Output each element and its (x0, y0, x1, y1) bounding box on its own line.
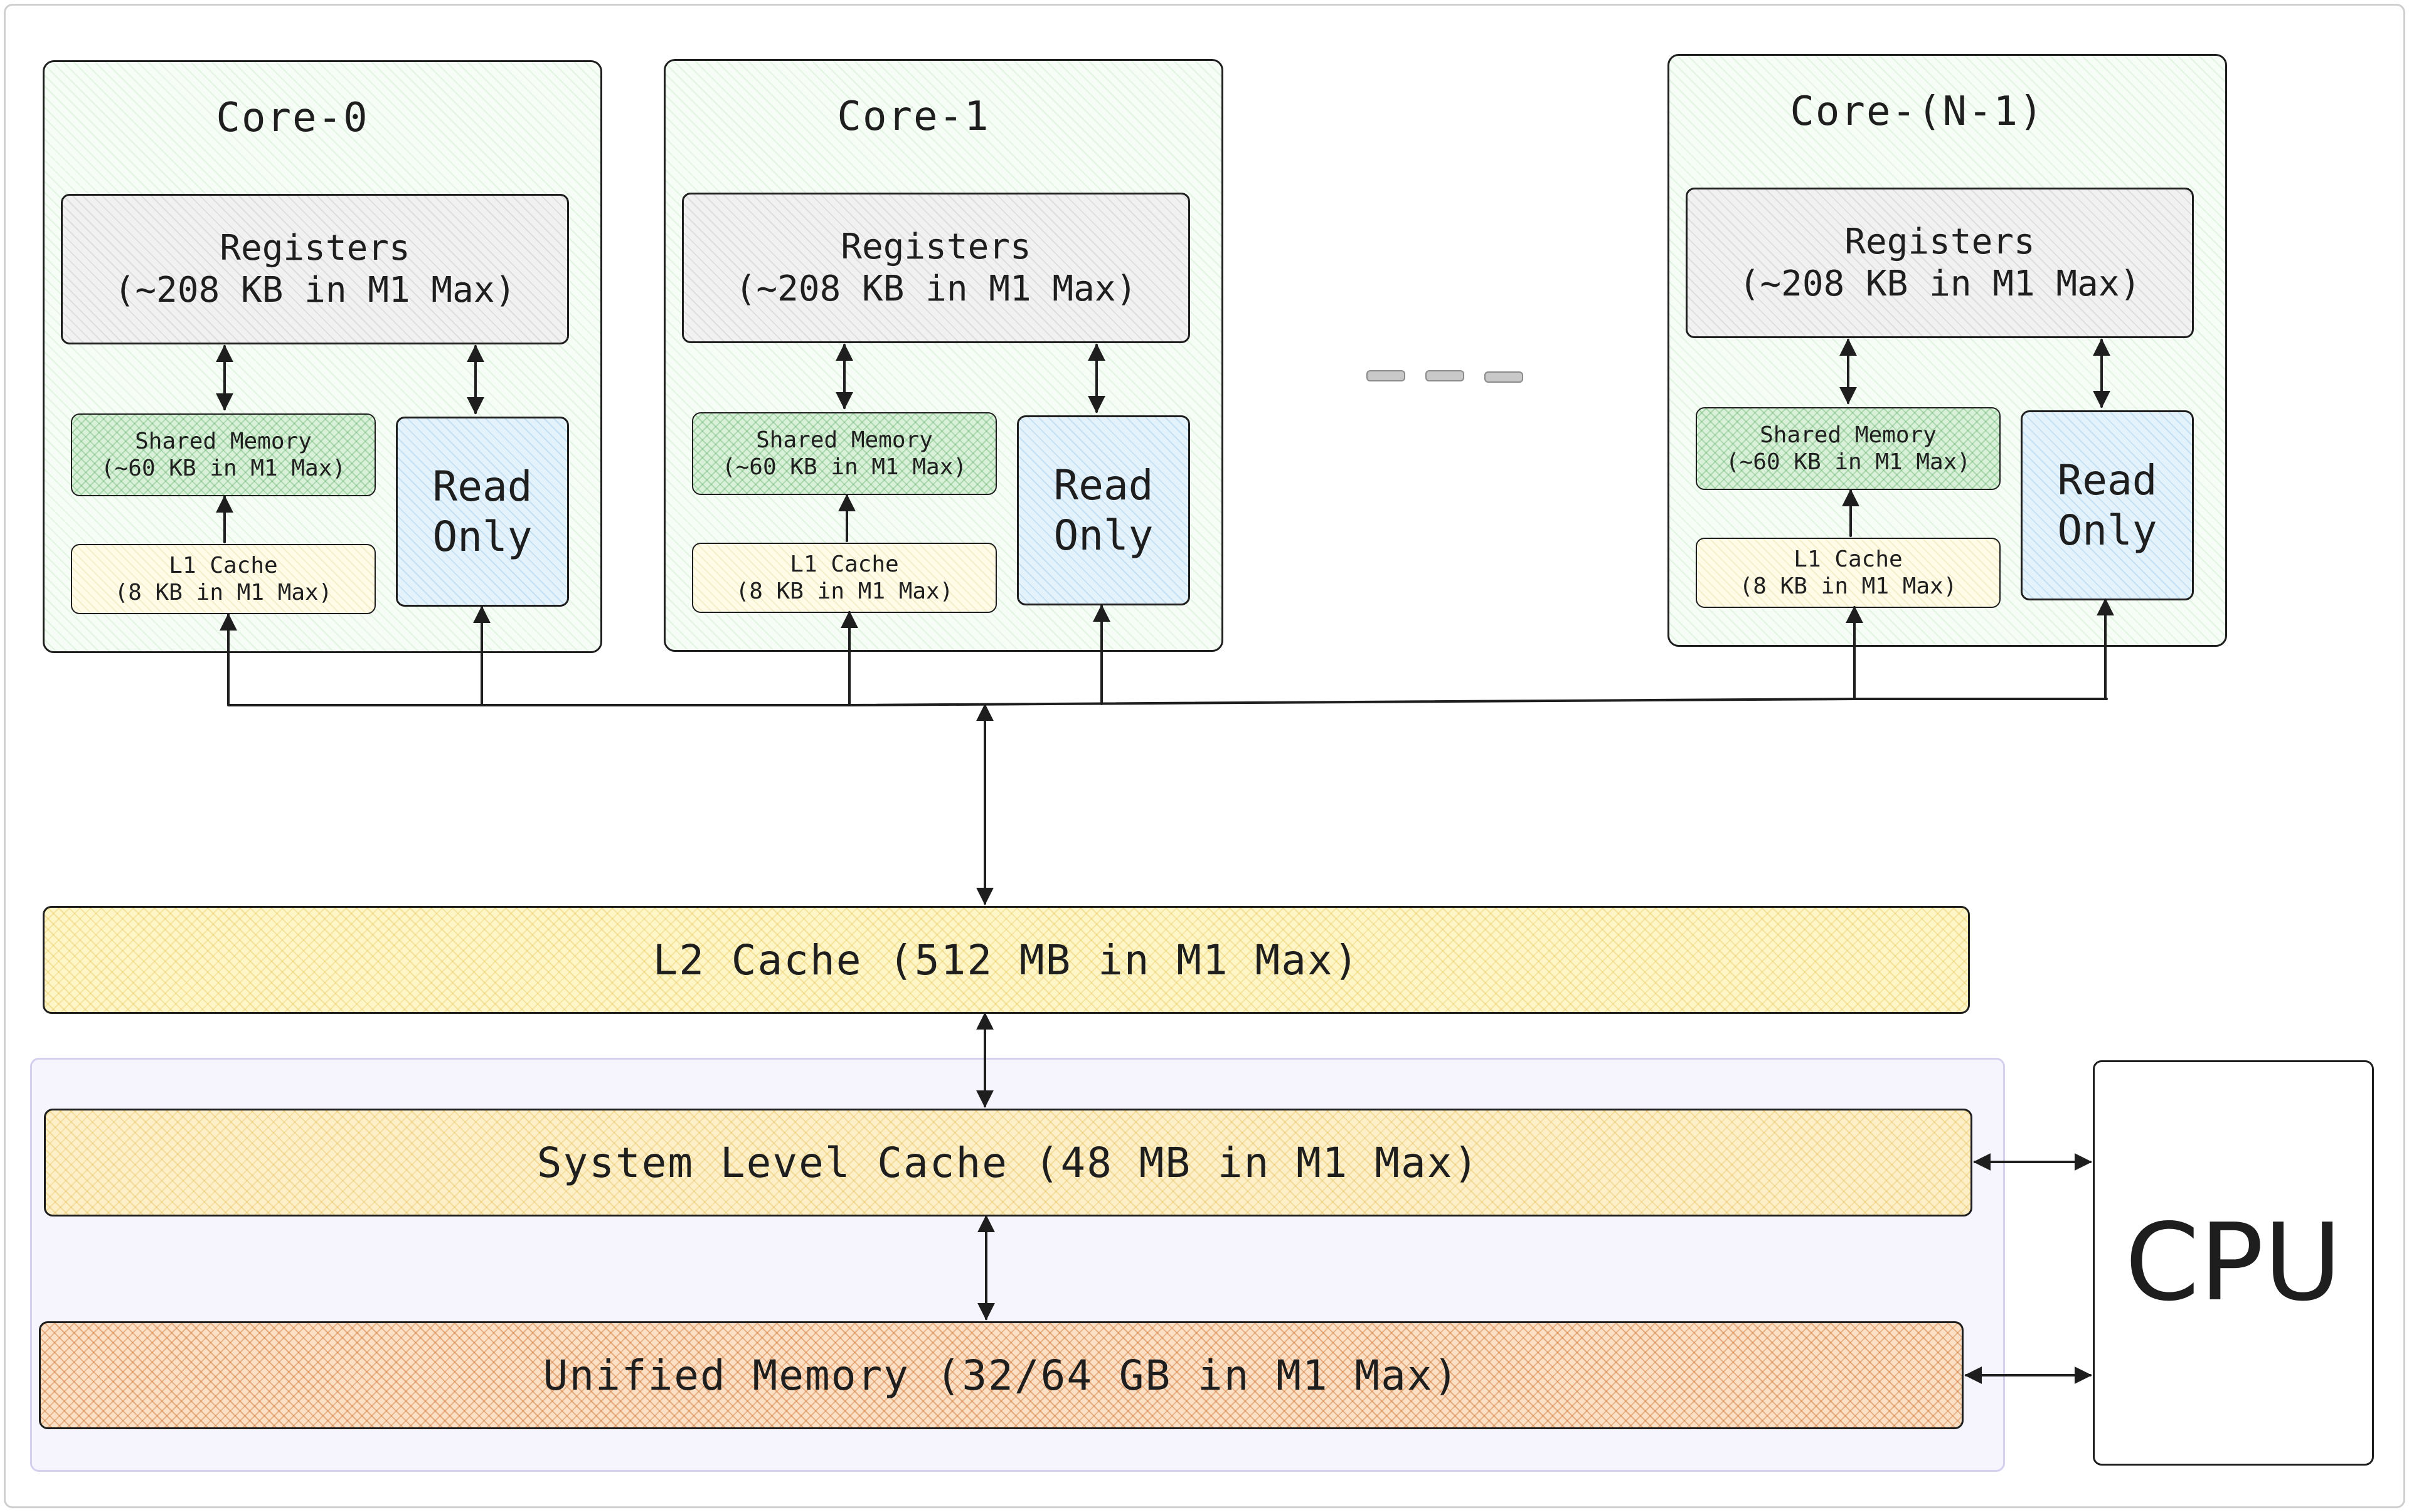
read-only-label-2: Only (432, 512, 533, 561)
unified-memory-label: Unified Memory (32/64 GB in M1 Max) (543, 1351, 1460, 1400)
shared-memory-size: (~60 KB in M1 Max) (1725, 449, 1971, 475)
read-only-label-2: Only (2057, 506, 2157, 555)
core-0: Core-0 Registers (~208 KB in M1 Max) Sha… (43, 60, 602, 653)
read-only-label-2: Only (1053, 511, 1154, 560)
l1-cache-box: L1 Cache (8 KB in M1 Max) (1696, 538, 2001, 608)
ellipsis-dash (1425, 370, 1464, 381)
shared-memory-box: Shared Memory (~60 KB in M1 Max) (692, 412, 997, 495)
read-only-label-1: Read (432, 462, 533, 511)
shared-memory-label: Shared Memory (1760, 422, 1937, 448)
l1-cache-size: (8 KB in M1 Max) (735, 578, 954, 604)
registers-label: Registers (841, 226, 1031, 267)
l1-cache-label: L1 Cache (790, 551, 899, 577)
registers-size: (~208 KB in M1 Max) (114, 270, 516, 311)
system-level-cache-label: System Level Cache (48 MB in M1 Max) (536, 1138, 1480, 1187)
l1-cache-size: (8 KB in M1 Max) (114, 580, 332, 605)
cpu-box: CPU (2093, 1060, 2374, 1466)
l1-cache-box: L1 Cache (8 KB in M1 Max) (71, 544, 376, 614)
core-n-1: Core-(N-1) Registers (~208 KB in M1 Max)… (1667, 54, 2227, 647)
ellipsis-dash (1366, 370, 1405, 381)
registers-size: (~208 KB in M1 Max) (735, 269, 1137, 309)
read-only-box: Read Only (396, 417, 569, 607)
read-only-box: Read Only (1017, 415, 1190, 605)
l1-cache-label: L1 Cache (169, 552, 278, 578)
registers-label: Registers (220, 227, 410, 269)
shared-memory-box: Shared Memory (~60 KB in M1 Max) (71, 413, 376, 496)
read-only-label-1: Read (1053, 461, 1154, 510)
core-title: Core-(N-1) (1790, 88, 2045, 135)
read-only-label-1: Read (2057, 456, 2157, 505)
registers-box: Registers (~208 KB in M1 Max) (61, 194, 569, 344)
core-title: Core-1 (837, 93, 990, 140)
shared-memory-label: Shared Memory (135, 428, 312, 454)
core-1: Core-1 Registers (~208 KB in M1 Max) Sha… (664, 59, 1223, 652)
l2-cache-label: L2 Cache (512 MB in M1 Max) (652, 935, 1360, 984)
shared-memory-size: (~60 KB in M1 Max) (721, 454, 967, 480)
l1-cache-size: (8 KB in M1 Max) (1739, 573, 1957, 599)
registers-box: Registers (~208 KB in M1 Max) (1686, 188, 2194, 338)
registers-label: Registers (1844, 221, 2035, 262)
system-level-cache-bar: System Level Cache (48 MB in M1 Max) (44, 1109, 1972, 1217)
registers-box: Registers (~208 KB in M1 Max) (682, 193, 1190, 343)
registers-size: (~208 KB in M1 Max) (1738, 264, 2141, 304)
ellipsis-dash (1484, 371, 1523, 383)
l1-cache-box: L1 Cache (8 KB in M1 Max) (692, 543, 997, 613)
read-only-box: Read Only (2021, 410, 2194, 600)
shared-memory-box: Shared Memory (~60 KB in M1 Max) (1696, 407, 2001, 490)
l2-cache-bar: L2 Cache (512 MB in M1 Max) (43, 906, 1970, 1014)
core-title: Core-0 (216, 95, 369, 141)
unified-memory-bar: Unified Memory (32/64 GB in M1 Max) (39, 1321, 1964, 1429)
l1-cache-label: L1 Cache (1794, 546, 1903, 572)
cpu-label: CPU (2125, 1201, 2342, 1325)
shared-memory-label: Shared Memory (756, 427, 933, 453)
shared-memory-size: (~60 KB in M1 Max) (100, 455, 346, 481)
core-bus (227, 698, 2108, 706)
